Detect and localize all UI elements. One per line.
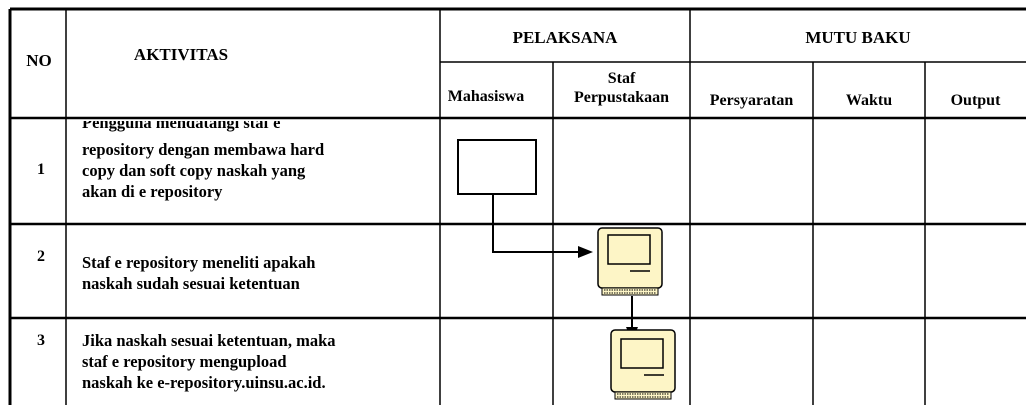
activity-text: Jika naskah sesuai ketentuan, maka staf …	[82, 330, 437, 393]
activity-line: repository dengan membawa hard	[82, 140, 325, 159]
computer-icon	[597, 227, 663, 296]
header-no: NO	[26, 51, 52, 70]
activity-line: staf e repository mengupload	[82, 352, 287, 371]
header-mahasiswa: Mahasiswa	[447, 88, 525, 105]
row-number: 3	[37, 332, 45, 349]
process-box	[457, 139, 537, 195]
header-pelaksana: PELAKSANA	[512, 28, 618, 47]
header-staf-line2: Perpustakaan	[573, 89, 670, 106]
activity-text: Pengguna mendatangi staf e repository de…	[82, 121, 437, 202]
header-aktivitas: AKTIVITAS	[133, 45, 229, 64]
header-waktu: Waktu	[845, 92, 893, 109]
activity-line: Jika naskah sesuai ketentuan, maka	[82, 331, 336, 350]
activity-line: Staf e repository meneliti apakah	[82, 253, 316, 272]
header-output: Output	[950, 92, 1001, 109]
header-staf-line1: Staf	[607, 70, 636, 87]
activity-line: naskah ke e-repository.uinsu.ac.id.	[82, 373, 326, 392]
activity-line: Pengguna mendatangi staf e	[82, 121, 281, 132]
row-number: 1	[37, 161, 45, 178]
computer-icon	[610, 329, 676, 400]
row-number: 2	[37, 248, 45, 265]
flow-arrowhead	[578, 246, 593, 258]
activity-line: akan di e repository	[82, 182, 223, 201]
header-persyaratan: Persyaratan	[709, 92, 794, 109]
activity-line: naskah sudah sesuai ketentuan	[82, 274, 300, 293]
flow-connector	[492, 194, 580, 253]
activity-text: Staf e repository meneliti apakah naskah…	[82, 252, 437, 294]
activity-line: copy dan soft copy naskah yang	[82, 161, 306, 180]
header-mutu-baku: MUTU BAKU	[805, 28, 911, 47]
